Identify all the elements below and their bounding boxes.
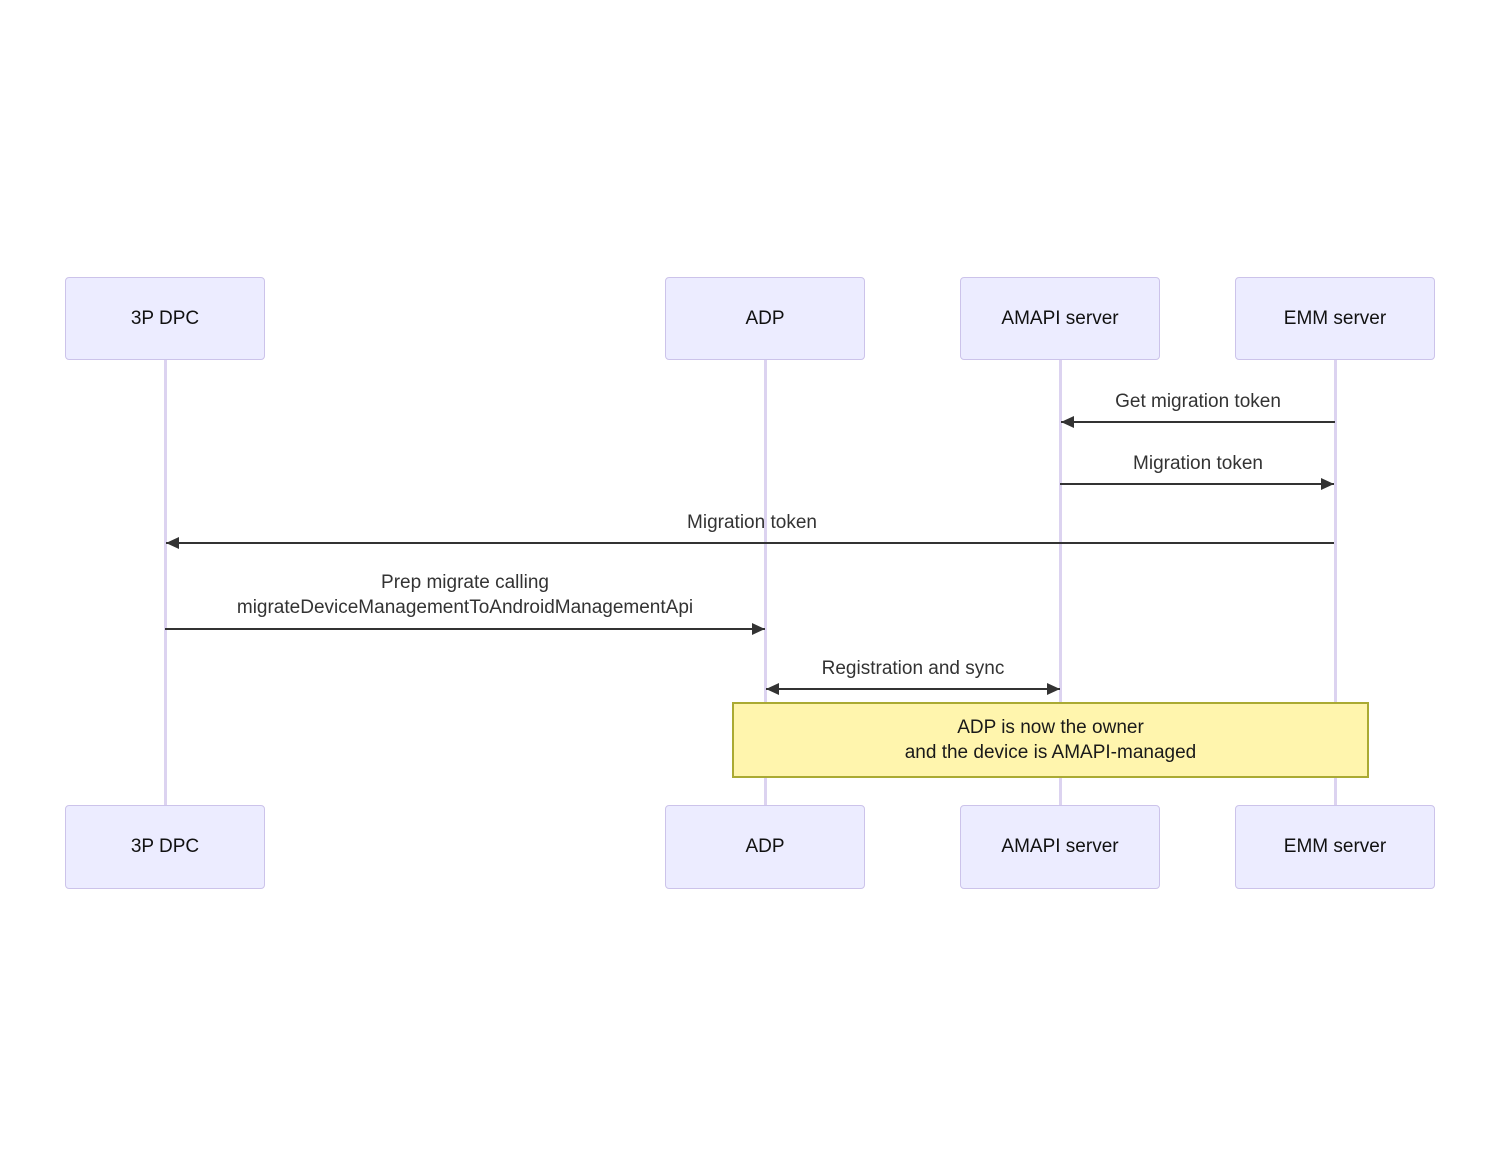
message-prep-migrate-label: Prep migrate calling migrateDeviceManage… bbox=[237, 570, 693, 620]
actor-bottom-emm-server: EMM server bbox=[1235, 805, 1435, 889]
message-registration-sync-label: Registration and sync bbox=[821, 658, 1005, 679]
arrowhead-left-icon bbox=[166, 537, 179, 549]
message-get-migration-token-arrow bbox=[1061, 416, 1335, 428]
actor-top-adp: ADP bbox=[665, 277, 865, 360]
actor-label: 3P DPC bbox=[130, 836, 200, 857]
actor-label: AMAPI server bbox=[1001, 836, 1119, 857]
message-prep-migrate-label-line2: migrateDeviceManagementToAndroidManageme… bbox=[236, 597, 694, 618]
arrowhead-right-icon bbox=[752, 623, 765, 635]
message-prep-migrate-label-line1: Prep migrate calling bbox=[381, 572, 549, 593]
lifeline-adp bbox=[763, 360, 767, 806]
note-line2: and the device is AMAPI-managed bbox=[904, 742, 1197, 763]
actor-top-amapi-server: AMAPI server bbox=[960, 277, 1160, 360]
actor-top-emm-server: EMM server bbox=[1235, 277, 1435, 360]
actor-label: EMM server bbox=[1283, 307, 1387, 329]
actor-label: 3P DPC bbox=[130, 307, 200, 329]
actor-bottom-adp: ADP bbox=[665, 805, 865, 889]
actor-label: AMAPI server bbox=[1001, 307, 1119, 329]
message-migration-token-to-dpc-arrow bbox=[166, 537, 1334, 549]
lifeline-amapi-server bbox=[1059, 360, 1062, 806]
actor-bottom-amapi-server: AMAPI server bbox=[960, 805, 1160, 889]
message-get-migration-token-label: Get migration token bbox=[1115, 391, 1281, 412]
message-migration-token-to-emm-arrow bbox=[1060, 478, 1334, 490]
actor-bottom-3p-dpc: 3P DPC bbox=[65, 805, 265, 889]
lifeline-3p-dpc bbox=[163, 360, 167, 806]
message-migration-token-to-dpc-label: Migration token bbox=[687, 512, 817, 533]
lifeline-emm-server bbox=[1333, 360, 1337, 806]
arrowhead-right-icon bbox=[1321, 478, 1334, 490]
note-line1: ADP is now the owner bbox=[957, 717, 1144, 738]
note-device-ownership: ADP is now the owner and the device is A… bbox=[732, 702, 1369, 778]
arrowhead-right-icon bbox=[1047, 683, 1060, 695]
actor-label: ADP bbox=[745, 836, 785, 857]
actor-top-3p-dpc: 3P DPC bbox=[65, 277, 265, 360]
arrowhead-left-icon bbox=[766, 683, 779, 695]
arrowhead-left-icon bbox=[1061, 416, 1074, 428]
message-prep-migrate-arrow bbox=[165, 623, 765, 635]
actor-label: EMM server bbox=[1283, 836, 1387, 857]
actor-label: ADP bbox=[745, 307, 785, 329]
message-registration-sync-arrow bbox=[766, 683, 1060, 695]
message-migration-token-to-emm-label: Migration token bbox=[1133, 453, 1263, 474]
